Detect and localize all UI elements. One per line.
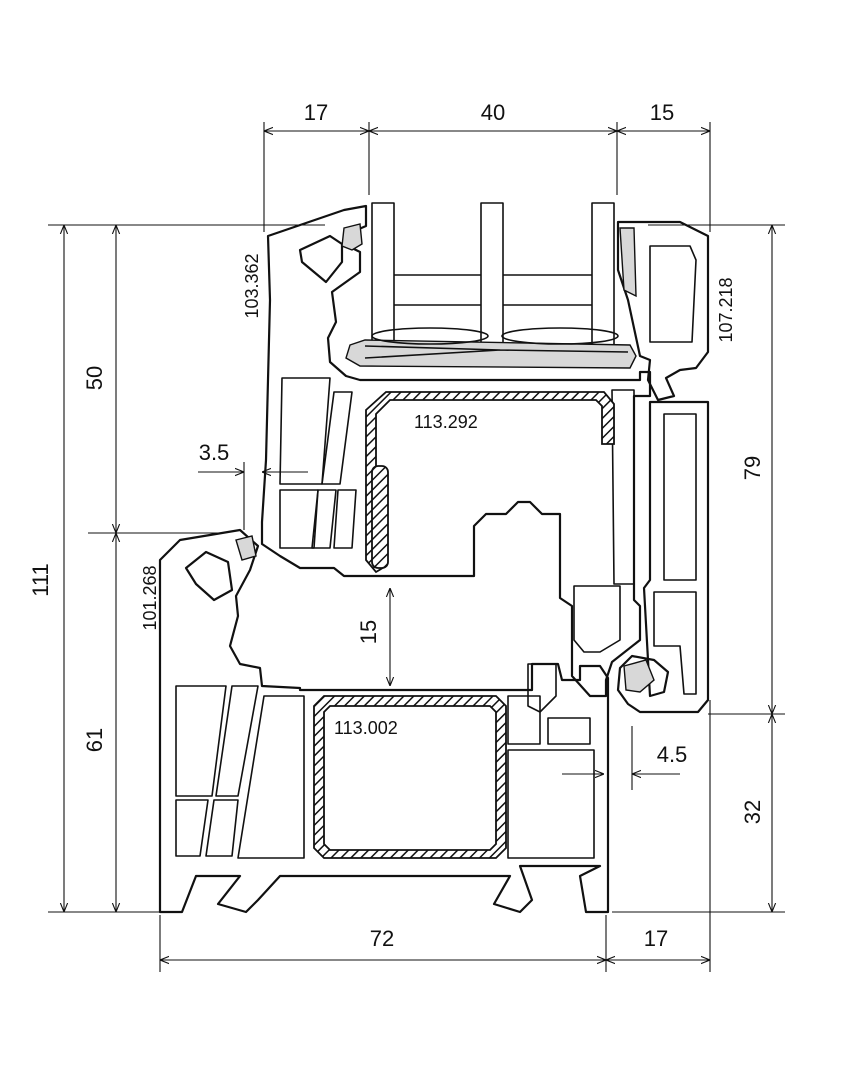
code-bead-profile: 107.218	[716, 277, 736, 342]
frame-steel-reinforcement	[313, 695, 507, 859]
glazing-bead	[616, 220, 710, 402]
dim-bottom-width: 72	[370, 926, 394, 951]
dim-lower-height: 61	[82, 728, 107, 752]
dim-right-lower: 32	[740, 800, 765, 824]
code-sash-steel: 113.292	[414, 412, 478, 432]
dimension-lines	[48, 122, 785, 972]
sash-profile	[260, 204, 652, 713]
dim-rebate: 15	[356, 620, 381, 644]
dimension-labels: 17 40 15 111 50 61 79 32 3.5 15 4.5 72 1…	[28, 100, 765, 951]
dim-upper-height: 50	[82, 366, 107, 390]
code-frame-profile: 101.268	[140, 565, 160, 630]
profile-code-labels: 103.362 101.268 107.218 113.292 113.002	[140, 253, 736, 738]
dim-gap-right: 4.5	[657, 742, 688, 767]
dim-gap-left: 3.5	[199, 440, 230, 465]
frame-profile	[158, 528, 610, 914]
sash-steel-insert	[371, 465, 389, 569]
dim-overall-height: 111	[28, 563, 53, 596]
dim-top-right: 15	[650, 100, 674, 125]
code-frame-steel: 113.002	[334, 718, 398, 738]
sash-steel-reinforcement	[365, 391, 615, 574]
glazing-unit	[345, 202, 637, 369]
dim-right-upper: 79	[740, 456, 765, 480]
dim-bottom-right: 17	[644, 926, 668, 951]
code-sash-profile: 103.362	[242, 253, 262, 318]
frame-right-upright	[616, 400, 710, 714]
dim-top-middle: 40	[481, 100, 505, 125]
dim-top-left: 17	[304, 100, 328, 125]
